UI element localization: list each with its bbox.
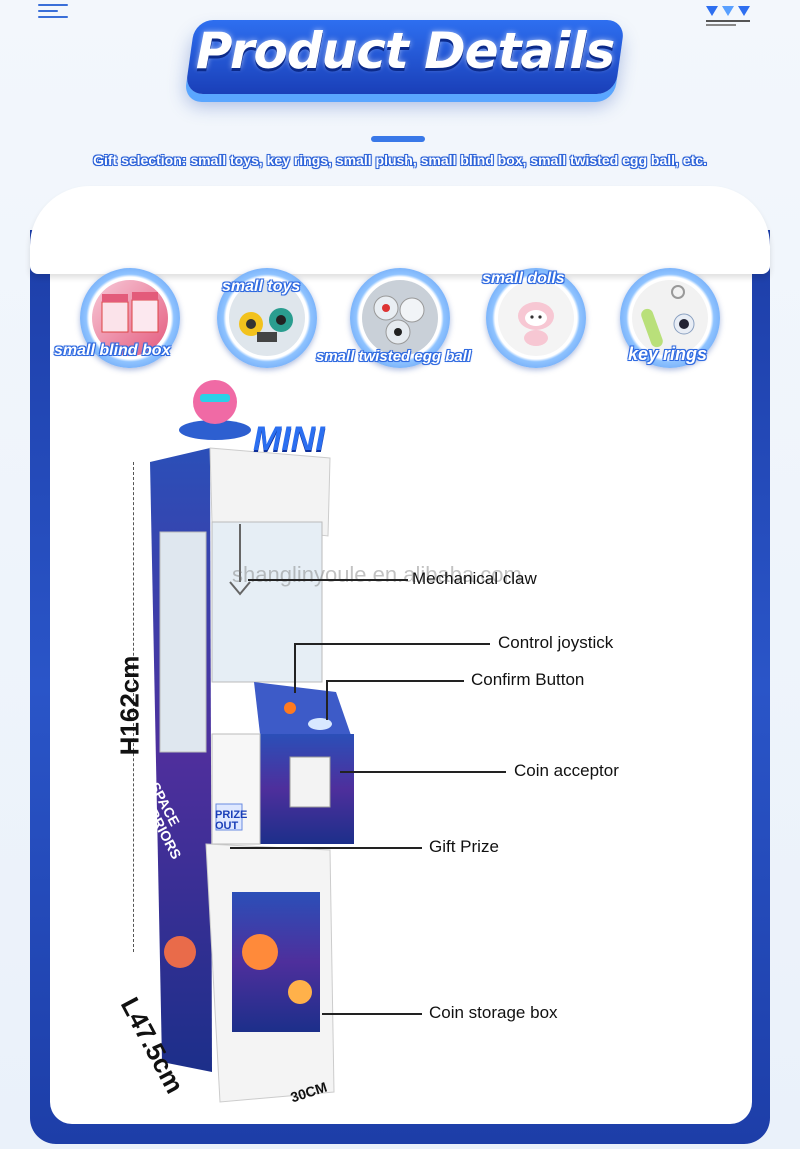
- callout-confirm-button: Confirm Button: [471, 670, 585, 689]
- small-toys-image: [229, 280, 305, 356]
- title-banner: Product Details: [184, 14, 626, 104]
- gift-label: small toys: [222, 278, 301, 295]
- callout-line: [340, 771, 506, 773]
- panel-header-cap: [30, 186, 770, 274]
- callout-coin-acceptor: Coin acceptor: [514, 761, 619, 780]
- menu-icon[interactable]: [38, 4, 68, 20]
- gift-label: key rings: [628, 344, 708, 364]
- page-title: Product Details: [195, 22, 616, 80]
- gift-item-key-rings: [620, 268, 720, 368]
- prize-door-text: PRIZE OUT: [215, 809, 248, 832]
- callout-line: [230, 847, 422, 849]
- gift-label: small dolls: [482, 270, 565, 287]
- callout-line: [294, 643, 490, 645]
- key-rings-image: [632, 280, 708, 356]
- gift-item-small-toys: [217, 268, 317, 368]
- claw-machine-image: [150, 380, 354, 1103]
- gift-selection-text: Gift selection: small toys, key rings, s…: [93, 152, 707, 168]
- height-dimension: H162cm: [114, 655, 145, 756]
- callout-line: [248, 579, 408, 581]
- gift-item-blind-box: [80, 268, 180, 368]
- callout-line: [294, 643, 296, 693]
- egg-ball-image: [362, 280, 438, 356]
- gift-label: small twisted egg ball: [316, 348, 472, 365]
- small-dolls-image: [498, 280, 574, 356]
- height-dimension-line: [133, 462, 135, 952]
- callout-line: [326, 680, 328, 720]
- gift-item-small-dolls: [486, 268, 586, 368]
- gift-list: small blind box small toys small twisted…: [0, 268, 800, 378]
- callout-mechanical-claw: Mechanical claw: [412, 569, 537, 588]
- blind-box-image: [92, 280, 168, 356]
- gift-label: small blind box: [54, 342, 171, 359]
- callout-coin-storage-box: Coin storage box: [429, 1003, 558, 1022]
- callout-line: [322, 1013, 422, 1015]
- title-divider: [371, 136, 425, 142]
- callout-line: [326, 680, 464, 682]
- callout-control-joystick: Control joystick: [498, 633, 614, 652]
- machine-brand: MINI: [253, 420, 325, 458]
- gift-item-twisted-egg-ball: [350, 268, 450, 368]
- watermark: shanglinyoule.en.alibaba.com: [232, 562, 522, 587]
- callout-gift-prize: Gift Prize: [429, 837, 499, 856]
- brand-logo: [706, 6, 750, 26]
